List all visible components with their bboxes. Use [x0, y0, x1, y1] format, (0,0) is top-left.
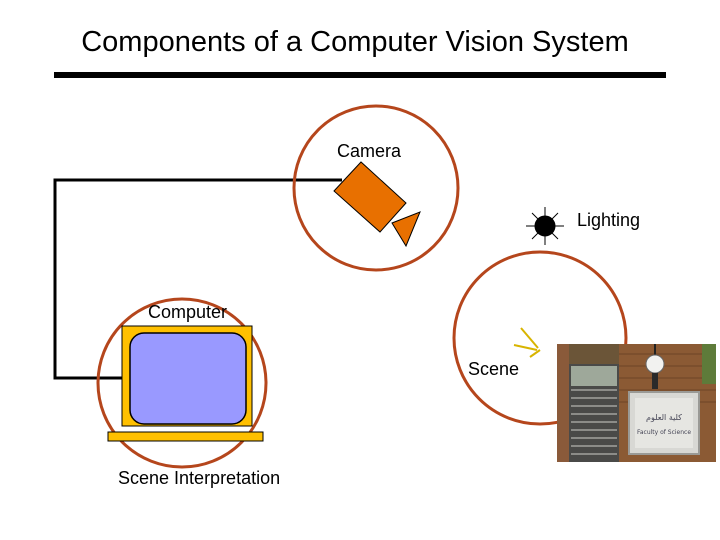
sign-english-text: Faculty of Science	[637, 429, 691, 436]
light-rays-icon	[513, 327, 541, 358]
sign-arabic-text: كلية العلوم	[646, 413, 682, 422]
computer-circle	[96, 297, 268, 469]
lighting-label: Lighting	[577, 210, 641, 230]
scene-circle	[452, 250, 628, 426]
camera-label: Camera	[337, 141, 402, 161]
camera-circle	[292, 104, 460, 272]
light-bulb-icon	[526, 207, 564, 245]
title-underline	[54, 72, 666, 78]
monitor-icon	[107, 325, 264, 442]
camera-cable	[53, 178, 342, 380]
scene-photo: كلية العلوم Faculty of Science	[557, 344, 716, 462]
computer-label: Computer	[148, 302, 228, 322]
slide-title: Components of a Computer Vision System	[81, 26, 629, 58]
scene-interpretation-label: Scene Interpretation	[118, 468, 281, 488]
scene-label: Scene	[468, 359, 520, 379]
camera-icon	[333, 161, 421, 248]
